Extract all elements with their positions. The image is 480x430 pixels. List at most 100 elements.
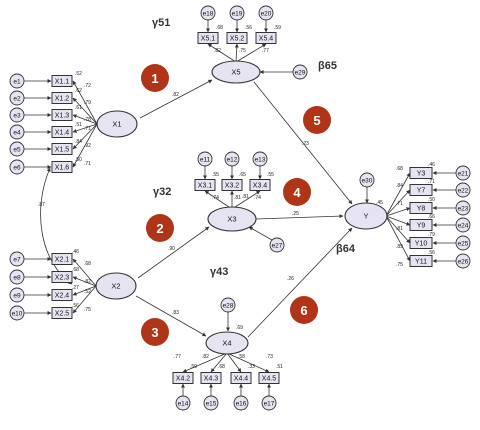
- paths-layer: [24, 20, 456, 396]
- error-e4: e4: [9, 124, 25, 140]
- indicator-X2-3: X2.3: [51, 271, 73, 283]
- indicator-Y3: Y3: [409, 167, 433, 179]
- latent-x3: X3: [207, 206, 257, 232]
- latent-x4: X4: [205, 331, 249, 355]
- error-e19: e19: [229, 5, 245, 21]
- error-e28-label: e28: [223, 302, 234, 309]
- error-e29-label: e29: [295, 69, 306, 76]
- indicator-X5-2-label: X5.2: [230, 36, 245, 43]
- indicator-X4-2: X4.2: [172, 372, 194, 384]
- error-e25: e25: [455, 235, 471, 251]
- r2-x2-1: .68: [72, 267, 79, 273]
- r2-x1-0: .52: [75, 71, 82, 77]
- indicator-X1-2: X1.2: [51, 92, 73, 104]
- r2-x1-1: .62: [75, 88, 82, 94]
- latent-x1: X1: [96, 110, 138, 138]
- loading-x1-0: [72, 80, 98, 125]
- latent-x4-label: X4: [222, 339, 231, 348]
- indicator-X2-1: X2.1: [51, 253, 73, 265]
- error-e9: e9: [9, 287, 25, 303]
- svg-text:6: 6: [300, 303, 307, 318]
- loading-x3-2: [231, 190, 261, 210]
- indicator-X2-4-label: X2.4: [55, 293, 70, 300]
- indicator-Y9: Y9: [409, 219, 433, 231]
- loading-x1-3: [72, 123, 98, 133]
- error-e21-label: e21: [458, 170, 469, 177]
- loading-x2-0: [72, 258, 97, 287]
- error-e16: e16: [233, 395, 249, 411]
- load-x3-0: .74: [212, 195, 219, 201]
- indicator-X1-6-label: X1.6: [55, 165, 70, 172]
- indicator-Y10-label: Y10: [415, 241, 428, 248]
- error-e1-label: e1: [13, 78, 21, 85]
- path-x4-y-weight: .26: [287, 276, 294, 282]
- error-e6-label: e6: [13, 164, 21, 171]
- loading-x4-3: [226, 352, 270, 373]
- r2-y-3: .66: [428, 214, 435, 220]
- indicator-X1-3: X1.3: [51, 109, 73, 121]
- error-e26: e26: [455, 253, 471, 269]
- path-x2-x3-weight: .90: [168, 246, 175, 252]
- cov-x1-x2-weight: .87: [38, 202, 45, 208]
- indicator-X1-4-label: X1.4: [55, 130, 70, 137]
- svg-text:5: 5: [313, 113, 320, 128]
- indicator-X4-5-label: X4.5: [262, 376, 277, 383]
- beta65-label: β65: [318, 60, 337, 72]
- r2-x2-2: .27: [72, 285, 79, 291]
- error-e2-label: e2: [13, 95, 21, 102]
- r2-x1-3: .51: [75, 122, 82, 128]
- r2-x1-2: .61: [75, 105, 82, 111]
- error-e20-label: e20: [261, 10, 272, 17]
- indicator-Y3-label: Y3: [417, 171, 426, 178]
- loading-y-3: [385, 215, 411, 226]
- load-x1-5: .71: [84, 161, 91, 167]
- r2-y-0: .46: [428, 162, 435, 168]
- error-e18-label: e18: [203, 10, 214, 17]
- latent-x1-label: X1: [112, 120, 121, 129]
- svg-text:1: 1: [151, 71, 158, 86]
- error-e15: e15: [203, 395, 219, 411]
- badge-1: 1: [141, 64, 169, 92]
- error-e27: e27: [269, 237, 285, 253]
- path-e27-x3: [248, 226, 273, 241]
- error-e25-label: e25: [458, 240, 469, 247]
- error-e6: e6: [9, 159, 25, 175]
- error-e19-label: e19: [232, 10, 243, 17]
- r2-x5-1: .56: [245, 25, 252, 31]
- indicator-X4-5: X4.5: [258, 372, 280, 384]
- load-y-0: .68: [396, 166, 403, 172]
- load-x5-0: .82: [214, 48, 221, 54]
- indicator-Y7-label: Y7: [417, 188, 426, 195]
- indicator-X3-1: X3.1: [194, 179, 216, 191]
- gamma32-label: γ32: [153, 186, 171, 198]
- error-e12-label: e12: [227, 156, 238, 163]
- indicator-X3-1-label: X3.1: [198, 183, 213, 190]
- indicator-X5-1-label: X5.1: [201, 36, 216, 43]
- r2-x4-1: .68: [218, 364, 225, 370]
- r2-x1-5: .50: [75, 157, 82, 163]
- error-e29: e29: [292, 64, 308, 80]
- error-e4-label: e4: [13, 129, 21, 136]
- error-e11-label: e11: [200, 156, 211, 163]
- error-e13: e13: [252, 151, 268, 167]
- loading-y-1: [385, 189, 411, 217]
- load-x5-1: .75: [239, 48, 246, 54]
- r2-x2-0: .46: [72, 249, 79, 255]
- badge-4: 4: [283, 178, 311, 206]
- loading-y-2: [385, 207, 411, 217]
- error-e10: e10: [9, 305, 25, 321]
- indicator-X1-4: X1.4: [51, 126, 73, 138]
- load-x2-1: .82: [84, 279, 91, 285]
- load-y-1: .84: [396, 183, 403, 189]
- error-e22-label: e22: [458, 187, 469, 194]
- badge-6: 6: [290, 296, 318, 324]
- loading-x5-1: [234, 43, 239, 63]
- indicator-Y10: Y10: [409, 237, 433, 249]
- load-y-4: .89: [396, 244, 403, 250]
- r2-x4-0: .59: [190, 364, 197, 370]
- cov-x1-x2: [40, 167, 73, 285]
- path-x1-x5: [139, 79, 213, 119]
- r2-x1-4: .84: [75, 139, 82, 145]
- svg-text:4: 4: [293, 185, 301, 200]
- load-x1-0: .72: [84, 83, 91, 89]
